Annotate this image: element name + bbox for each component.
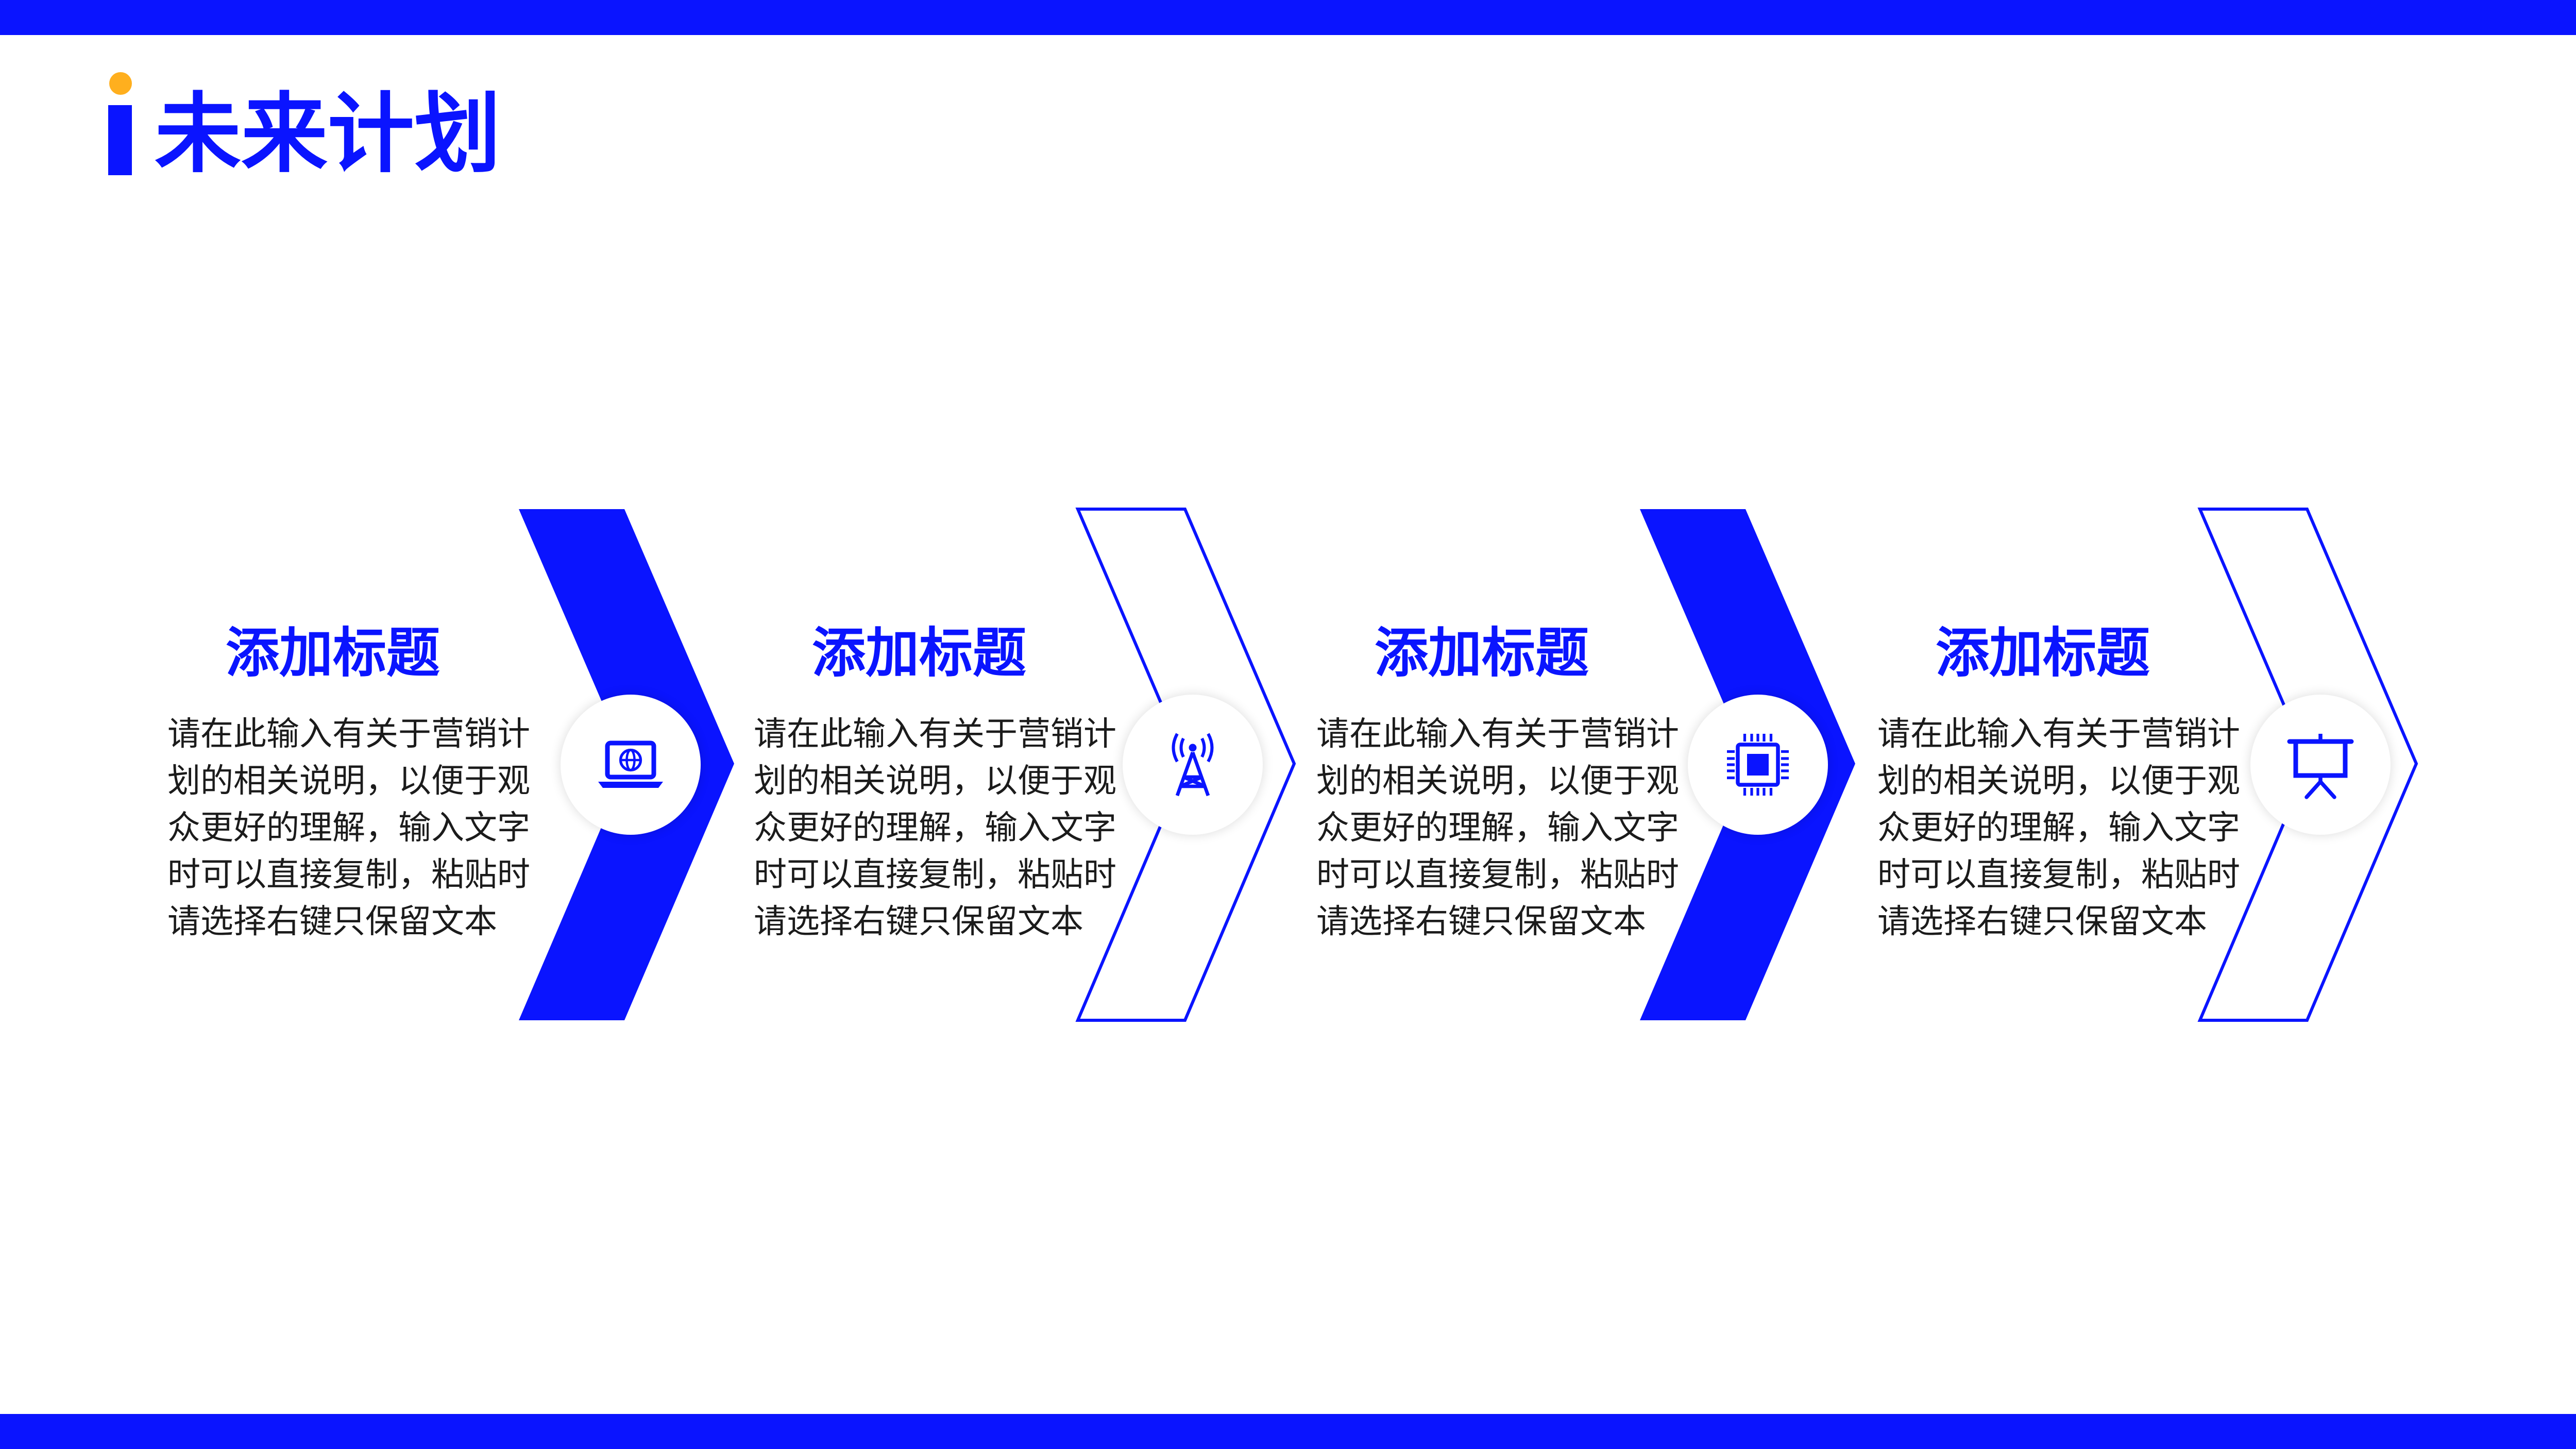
top-accent-bar — [0, 0, 2576, 35]
presentation-board-icon — [2287, 734, 2354, 799]
step-1-title: 添加标题 — [226, 621, 440, 684]
step-3-description: 请在此输入有关于营销计划的相关说明，以便于观众更好的理解，输入文字时可以直接复制… — [1316, 715, 1679, 941]
signal-tower-icon — [1172, 733, 1214, 797]
step-1-icon-circle — [561, 695, 701, 835]
step-2-title: 添加标题 — [812, 621, 1027, 684]
title-marker-stem — [108, 105, 132, 175]
step-1-description: 请在此输入有关于营销计划的相关说明，以便于观众更好的理解，输入文字时可以直接复制… — [167, 715, 530, 941]
step-3-icon-circle — [1688, 695, 1828, 835]
step-4-description: 请在此输入有关于营销计划的相关说明，以便于观众更好的理解，输入文字时可以直接复制… — [1877, 715, 2240, 941]
title-marker-dot — [109, 72, 132, 95]
bottom-accent-bar — [0, 1414, 2576, 1449]
step-2-description: 请在此输入有关于营销计划的相关说明，以便于观众更好的理解，输入文字时可以直接复制… — [754, 715, 1116, 941]
step-2-icon-circle — [1123, 695, 1263, 835]
step-4-title: 添加标题 — [1936, 621, 2150, 684]
cpu-chip-icon — [1727, 734, 1789, 796]
laptop-globe-icon — [598, 740, 663, 788]
step-3-title: 添加标题 — [1375, 621, 1589, 684]
title-marker-icon — [108, 72, 134, 175]
step-4-icon-circle — [2250, 695, 2391, 835]
page-title: 未来计划 — [155, 83, 501, 184]
